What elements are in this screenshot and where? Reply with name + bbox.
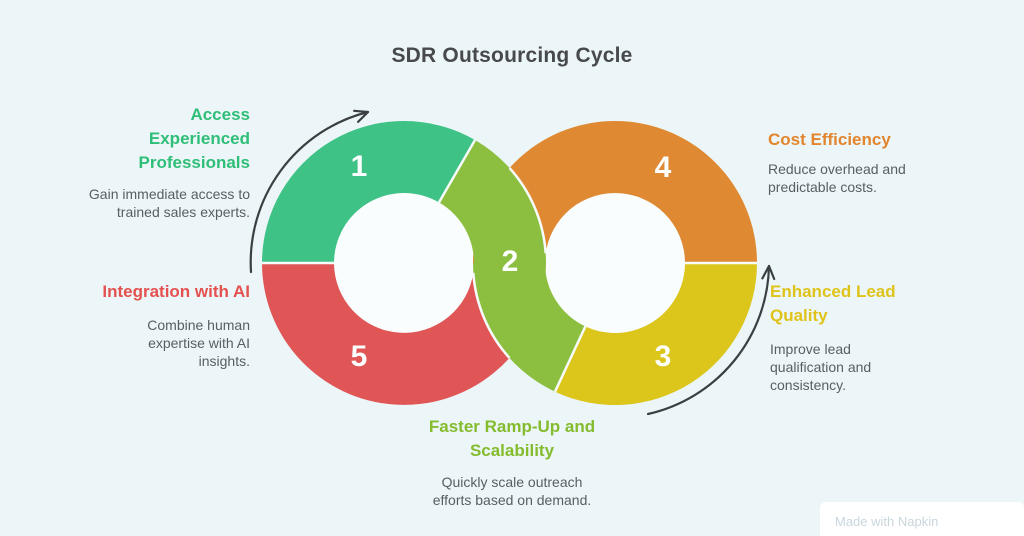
arrow-bottom-right-arc (646, 264, 771, 416)
segment-5-label: Integration with AI (102, 282, 250, 301)
segment-2-ramp-up-piece-a (439, 140, 546, 283)
arrow-bottom-right-head-icon (761, 264, 776, 281)
segment-5-description: Combine human expertise with AI insights… (147, 317, 250, 369)
cycle-arrows (249, 109, 776, 416)
separator-red-lime (472, 272, 511, 359)
segment-number-4: 4 (654, 151, 672, 184)
arrow-top-left-arc (249, 110, 370, 274)
label-block-access-professionals: Access Experienced Professionals Gain im… (30, 103, 250, 221)
segment-separators (262, 139, 757, 393)
segment-number-5: 5 (350, 340, 368, 373)
separator-lime-orange (508, 167, 547, 254)
segment-number-1: 1 (350, 150, 368, 183)
segment-number-3: 3 (654, 340, 672, 373)
segment-5-integration-with-ai (262, 263, 545, 405)
arrow-top-left-head-icon (353, 109, 370, 124)
watermark-badge[interactable]: Made with Napkin (820, 502, 1024, 536)
segment-number-2: 2 (501, 245, 519, 278)
watermark-text[interactable]: Made with Napkin (835, 514, 939, 529)
segment-4-description: Reduce overhead and predictable costs. (768, 161, 906, 195)
label-block-integration-with-ai: Integration with AI Combine human expert… (30, 280, 250, 370)
segment-3-description: Improve lead qualification and consisten… (770, 341, 872, 393)
segment-3-enhanced-lead-quality (555, 263, 757, 405)
label-block-cost-efficiency: Cost Efficiency Reduce overhead and pred… (768, 128, 978, 196)
segment-2-label: Faster Ramp-Up and Scalability (428, 417, 596, 460)
page-title: SDR Outsourcing Cycle (391, 44, 633, 67)
segment-3-label: Enhanced Lead Quality (770, 282, 896, 325)
segment-2-description: Quickly scale outreach efforts based on … (432, 474, 592, 508)
separator-green-lime (437, 139, 477, 204)
segment-4-label: Cost Efficiency (768, 130, 891, 149)
segment-1-label: Access Experienced Professionals (138, 105, 251, 172)
segment-4-cost-efficiency (473, 121, 757, 263)
label-block-faster-ramp-up: Faster Ramp-Up and Scalability Quickly s… (362, 415, 662, 509)
right-ring-hole (545, 193, 685, 333)
left-ring-hole (334, 193, 474, 333)
segment-1-description: Gain immediate access to trained sales e… (88, 186, 250, 220)
segment-1-access-professionals (262, 120, 475, 263)
label-block-enhanced-lead-quality: Enhanced Lead Quality Improve lead quali… (770, 280, 980, 394)
segment-2-ramp-up-piece-b (473, 263, 586, 392)
separator-lime-yellow (553, 325, 587, 393)
